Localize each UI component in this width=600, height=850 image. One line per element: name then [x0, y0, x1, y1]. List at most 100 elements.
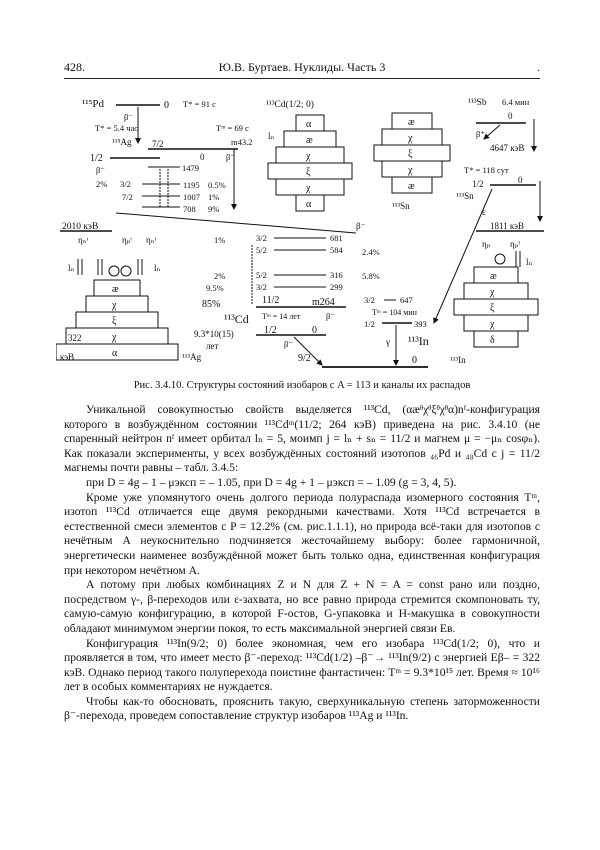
cd-s52b: 5/2 — [256, 270, 267, 280]
cd-zero: 0 — [312, 325, 317, 336]
sn-row-2: χ — [407, 133, 413, 144]
right-row-4: χ — [489, 319, 495, 330]
sn-label: ¹¹³Sn — [392, 201, 410, 211]
left-322: 322 — [68, 333, 82, 343]
in113-structure: ηₚ ηₚᶠ lₙ æ χ ξ χ δ ¹¹³In — [450, 239, 539, 365]
cd-s32a: 3/2 — [256, 233, 267, 243]
in-tm104: Tᵐ = 104 мин — [372, 308, 418, 317]
ag113-structure: 2010 кэВ ηₙᵗ ηₚᵗ ηₙᵗ lₙ lₙ æ χ ξ χ α 322… — [56, 222, 202, 362]
right-row-1: æ — [490, 271, 497, 282]
in-e647: 647 — [400, 295, 413, 305]
right-row-3: ξ — [490, 303, 495, 314]
in-zero: 0 — [412, 355, 417, 366]
left-kev: кэВ — [60, 352, 74, 362]
cd12-row-2: æ — [306, 135, 313, 146]
sn-row-3: ξ — [408, 149, 413, 160]
isobar-diagram: ¹¹⁵Pd 0 T* = 91 с β⁻ T* = 5.4 час ¹¹⁵Ag … — [56, 97, 544, 368]
sn-row-5: æ — [408, 181, 415, 192]
right-ln: lₙ — [526, 257, 533, 267]
paragraph-5: Чтобы как-то обосновать, прояснить такую… — [64, 694, 540, 723]
pd-halflife2: T* = 5.4 час — [95, 123, 138, 133]
cd-pct58: 5.8% — [362, 271, 380, 281]
sb-eps: ε — [482, 207, 486, 217]
in-gamma: γ — [385, 337, 390, 347]
sb-tstar: T* = 118 сут — [464, 165, 509, 175]
running-title: Ю.В. Буртаев. Нуклиды. Часть 3 — [218, 60, 386, 74]
pd-ag-scheme: ¹¹⁵Pd 0 T* = 91 с β⁻ T* = 5.4 час ¹¹⁵Ag … — [82, 98, 253, 214]
pct-05: 0.5% — [208, 180, 226, 190]
sb-zero: 0 — [508, 111, 513, 121]
level-1007: 1007 — [183, 192, 200, 202]
left-row-3: ξ — [112, 316, 117, 327]
cd-s32b: 3/2 — [256, 282, 267, 292]
sn-row-4: χ — [407, 165, 413, 176]
level-1479: 1479 — [182, 163, 199, 173]
spin-72: 7/2 — [122, 192, 133, 202]
sn-row-1: æ — [408, 117, 415, 128]
ag-m432: m43.2 — [231, 137, 253, 147]
level-708: 708 — [183, 204, 196, 214]
cd-pct1: 1% — [214, 235, 225, 245]
pd-halflife: T* = 91 с — [183, 99, 216, 109]
sb-s12: 1/2 — [472, 179, 484, 189]
page-number: 428. — [64, 60, 85, 74]
right-npf: ηₚᶠ — [510, 239, 520, 249]
header-end-dot: . — [537, 60, 540, 74]
left-row-5: α — [112, 348, 118, 359]
paragraph-3: А потому при любых комбинациях Z и N для… — [64, 578, 540, 635]
cd-beta-c: β⁻ — [326, 311, 335, 321]
cd-tm14: Tᵐ = 14 лет — [262, 312, 301, 321]
cd-halflife: 9.3*10(15) — [194, 329, 234, 339]
pct-9: 9% — [208, 204, 219, 214]
body-text: Уникальной совокупностью свойств выделяе… — [64, 403, 540, 724]
in-s32: 3/2 — [364, 295, 375, 305]
paragraph-1: Уникальной совокупностью свойств выделяе… — [64, 403, 540, 475]
figure-caption: Рис. 3.4.10. Структуры состояний изобаро… — [133, 380, 471, 391]
cd12-row-5: χ — [305, 183, 311, 194]
cd12-beta: β⁻ — [356, 221, 366, 231]
pd-beta: β⁻ — [124, 112, 133, 122]
cd-s52a: 5/2 — [256, 245, 267, 255]
spin-12: 1/2 — [90, 153, 103, 164]
sb-halflife: 6.4 мин — [502, 97, 530, 107]
ag-tm: Tᵐ = 69 с — [216, 123, 249, 133]
cd12-row-6: α — [306, 199, 312, 210]
left-nt: ηₙᵗ — [78, 235, 89, 245]
level-1195: 1195 — [183, 180, 200, 190]
right-np: ηₚ — [482, 239, 491, 249]
cd-label: ¹¹³Cd — [224, 312, 249, 326]
sb-zero2: 0 — [518, 175, 523, 185]
cd-s112: 11/2 — [262, 295, 279, 306]
sb-beta-plus: β⁺ — [476, 129, 485, 139]
cd-pct24: 2.4% — [362, 247, 380, 257]
sb-label: ¹¹³Sb — [468, 98, 487, 108]
left-nt2: ηₙᵗ — [146, 235, 157, 245]
cd-beta-low: β⁻ — [284, 339, 293, 349]
cd113-levels: 1% 3/2 681 5/2 584 2.4% 2% 5/2 316 5.8% … — [194, 233, 428, 368]
cd12-row-3: χ — [305, 151, 311, 162]
right-in: ¹¹³In — [450, 355, 466, 365]
ag-beta: β⁻ — [226, 152, 235, 162]
pd-isotope: ¹¹⁵Pd — [82, 98, 105, 110]
left-row-1: æ — [112, 284, 119, 295]
cd12-title: ¹¹³Cd(1/2; 0) — [266, 99, 314, 110]
left-row-2: χ — [111, 300, 117, 311]
left-pt: ηₚᵗ — [122, 235, 132, 245]
spin-32: 3/2 — [120, 179, 131, 189]
left-row-4: χ — [111, 332, 117, 343]
left-energy: 2010 кэВ — [62, 222, 98, 232]
cd12-row-1: α — [306, 119, 312, 130]
paragraph-4: Конфигурация ¹¹³In(9/2; 0) более экономн… — [64, 636, 540, 694]
cd12-ln: lₙ — [268, 131, 275, 141]
cd-pct85: 85% — [202, 299, 220, 310]
running-header: 428. Ю.В. Буртаев. Нуклиды. Часть 3 . — [64, 60, 540, 79]
sb-e1811: 1811 кэВ — [490, 221, 524, 231]
sb-sn: ¹¹³Sn — [456, 191, 474, 201]
ag-level: 0 — [200, 152, 205, 162]
right-row-2: χ — [489, 287, 495, 298]
pct-2: 2% — [96, 179, 107, 189]
cd12-row-4: ξ — [306, 167, 311, 178]
in113-levels: 3/2 647 Tᵐ = 104 мин 1/2 393 γ ¹¹³In 0 — [364, 295, 429, 366]
cd-s92: 9/2 — [298, 353, 311, 364]
cd-e299: 299 — [330, 282, 343, 292]
